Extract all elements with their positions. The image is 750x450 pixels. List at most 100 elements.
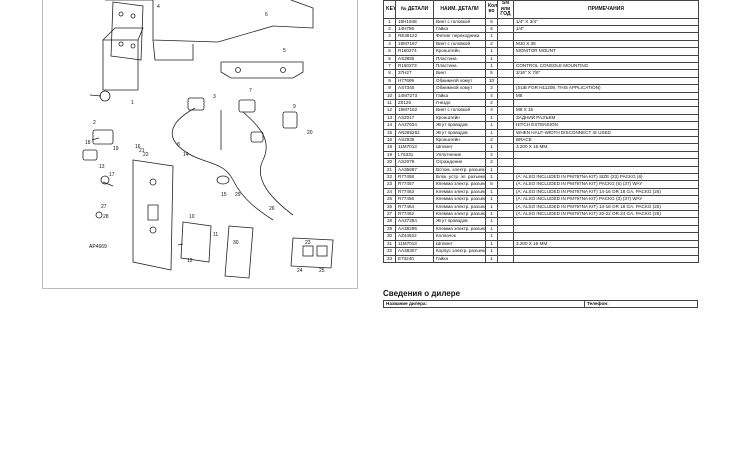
callout-label: 13 (99, 164, 105, 170)
callout-label: 10 (189, 214, 195, 220)
callout-label: 12 (187, 258, 193, 264)
quantity-cell: 4 (485, 91, 498, 100)
notes-cell: WHEN HALF-WIDTH DISCONNECT IS USED (513, 128, 699, 138)
quantity-cell: 1 (485, 113, 498, 123)
key-cell: 20 (383, 158, 396, 167)
serial-cell (497, 195, 514, 204)
callout-label: 5 (283, 48, 286, 54)
callout-label: 6 (265, 12, 268, 18)
notes-cell: 3/16" X 7/8" (513, 69, 699, 78)
quantity-cell: 1 (485, 239, 498, 249)
part-number-cell: AS7340 (395, 84, 434, 93)
column-header: № ДЕТАЛИ (395, 0, 434, 19)
quantity-cell: 1 (485, 195, 498, 204)
notes-cell (513, 165, 699, 175)
part-name-cell: Гайка (433, 254, 486, 263)
part-name-cell: Гнездо (433, 98, 486, 108)
serial-cell (497, 32, 514, 41)
serial-cell (497, 17, 514, 26)
quantity-cell: 1 (485, 254, 498, 263)
key-cell: 10 (383, 91, 396, 100)
quantity-cell: 1 (485, 187, 498, 197)
quantity-cell: 10 (485, 76, 498, 86)
part-name-cell: Кронштейн (433, 47, 486, 56)
part-name-cell: Кронштейн (433, 113, 486, 123)
quantity-cell: 1 (485, 61, 498, 71)
part-number-cell: R77456 (395, 195, 434, 204)
key-cell: 8 (383, 69, 396, 78)
callout-label: 25 (319, 268, 325, 274)
part-number-cell: R160273 (395, 61, 434, 71)
quantity-cell: 1 (485, 232, 498, 241)
part-number-cell: 11M7013 (395, 239, 434, 249)
notes-cell (513, 150, 699, 160)
serial-cell (497, 224, 514, 234)
quantity-cell: 1 (485, 121, 498, 130)
dealer-name-label: Название дилера: (384, 301, 585, 307)
part-name-cell: Винт (433, 69, 486, 78)
callout-label: 20 (307, 130, 313, 136)
part-number-cell: R77457 (395, 180, 434, 189)
part-number-cell: 19M7167 (395, 39, 434, 49)
notes-cell: MONITOR MOUNT (513, 47, 699, 56)
part-name-cell: Обжимной хомут (433, 84, 486, 93)
key-cell: 6 (383, 54, 396, 63)
part-name-cell: Пластина (433, 61, 486, 71)
notes-cell: (A: ALSO INCLUDED IN PM797NA KIT) 14-16 … (513, 187, 699, 197)
part-name-cell: Обжимной хомут (433, 76, 486, 86)
key-cell: 2 (383, 24, 396, 34)
column-header: Кол-во (485, 0, 498, 19)
callout-label: 7 (249, 88, 252, 94)
notes-cell: 3.200 X 16 MM (513, 143, 699, 152)
key-cell: 29 (383, 224, 396, 234)
part-name-cell: Гайка (433, 91, 486, 100)
part-number-cell: 11M7013 (395, 143, 434, 152)
quantity-cell: 1 (485, 32, 498, 41)
dealer-info-title: Сведения о дилере (383, 289, 461, 298)
quantity-cell: 2 (485, 84, 498, 93)
part-name-cell: Вспом. электр. разъем (433, 165, 486, 175)
serial-cell (497, 39, 514, 49)
notes-cell (513, 54, 699, 63)
serial-cell (497, 69, 514, 78)
serial-cell (497, 24, 514, 34)
quantity-cell: 5 (485, 69, 498, 78)
callout-label: 17 (109, 172, 115, 178)
quantity-cell: 2 (485, 39, 498, 49)
quantity-cell: 1 (485, 247, 498, 256)
quantity-cell: 2 (485, 150, 498, 160)
part-name-cell: Клемма электр. разъема (433, 202, 486, 212)
part-name-cell: Колпачок (433, 232, 486, 241)
notes-cell: M8 X 16 (513, 106, 699, 115)
serial-cell (497, 158, 514, 167)
serial-cell (497, 61, 514, 71)
callout-label: 16 (135, 144, 141, 150)
callout-label: 9 (293, 104, 296, 110)
quantity-cell: 1 (485, 143, 498, 152)
callout-label: 11 (213, 232, 218, 238)
quantity-cell: 2 (485, 158, 498, 167)
part-number-cell: AN285262 (395, 128, 434, 138)
callout-label: 2 (93, 120, 96, 126)
part-name-cell: Клемма электр. разъема (433, 195, 486, 204)
part-number-cell: AS2017 (395, 113, 434, 123)
part-number-cell: AA35687 (395, 165, 434, 175)
serial-cell (497, 143, 514, 152)
part-number-cell: AS2935 (395, 135, 434, 145)
quantity-cell: 5 (485, 17, 498, 26)
key-cell: 27 (383, 210, 396, 219)
key-cell: 33 (383, 254, 396, 263)
notes-cell (513, 247, 699, 256)
part-number-cell: AA37284 (395, 217, 434, 226)
